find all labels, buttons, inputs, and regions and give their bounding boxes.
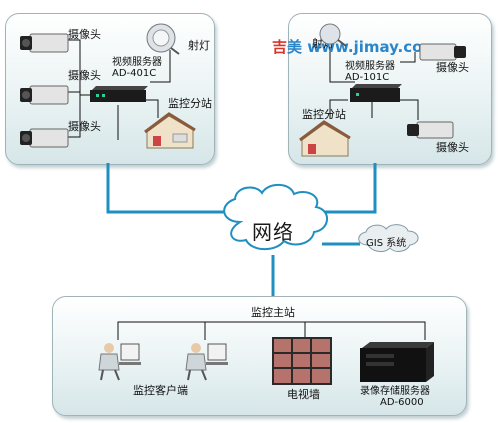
gis-label: GIS 系统: [366, 238, 407, 249]
operator-workstation-icon: [98, 343, 141, 381]
server-label: 视频服务器: [112, 57, 162, 68]
operator-workstation-icon: [185, 343, 228, 381]
video-server-device-icon: [90, 86, 148, 102]
network-cloud: [223, 183, 328, 251]
tv-wall-icon: [272, 337, 332, 385]
brand-watermark: 吉美 www.jimay.com: [272, 36, 438, 57]
network-label: 网络: [252, 220, 294, 244]
spotlight-icon: [319, 23, 347, 47]
main-station-title: 监控主站: [251, 306, 295, 319]
camera-label: 摄像头: [68, 69, 101, 82]
substation-label: 监控分站: [302, 108, 346, 121]
camera-label: 摄像头: [68, 120, 101, 133]
storage-model: AD-6000: [380, 397, 424, 408]
server-model: AD-101C: [345, 72, 390, 83]
substation-building-icon: [144, 112, 196, 149]
camera-label: 摄像头: [436, 141, 469, 154]
video-server-device-icon: [350, 84, 402, 102]
network-links: [106, 163, 377, 296]
substation-label: 监控分站: [168, 97, 212, 110]
storage-server-icon: [360, 342, 434, 382]
substation-building-icon: [299, 120, 351, 157]
tv-wall-label: 电视墙: [287, 388, 320, 401]
main-station-wiring: [117, 321, 426, 340]
brand-cn-2: 美: [287, 38, 303, 56]
camera-icon: [407, 121, 454, 139]
storage-label: 录像存储服务器: [360, 386, 430, 397]
camera-icon: [20, 85, 69, 105]
server-label: 视频服务器: [345, 61, 395, 72]
spotlight-icon: [146, 23, 180, 55]
server-model: AD-401C: [112, 68, 157, 79]
client-label: 监控客户端: [133, 384, 188, 397]
camera-icon: [20, 33, 69, 53]
camera-label: 摄像头: [68, 28, 101, 41]
spotlight-label: 射灯: [188, 39, 210, 52]
right-site-wiring: [329, 50, 419, 120]
brand-cn-1: 吉: [272, 38, 288, 56]
camera-label: 摄像头: [436, 61, 469, 74]
camera-icon: [20, 128, 69, 148]
camera-icon: [419, 43, 466, 61]
gis-cloud: [358, 224, 419, 253]
